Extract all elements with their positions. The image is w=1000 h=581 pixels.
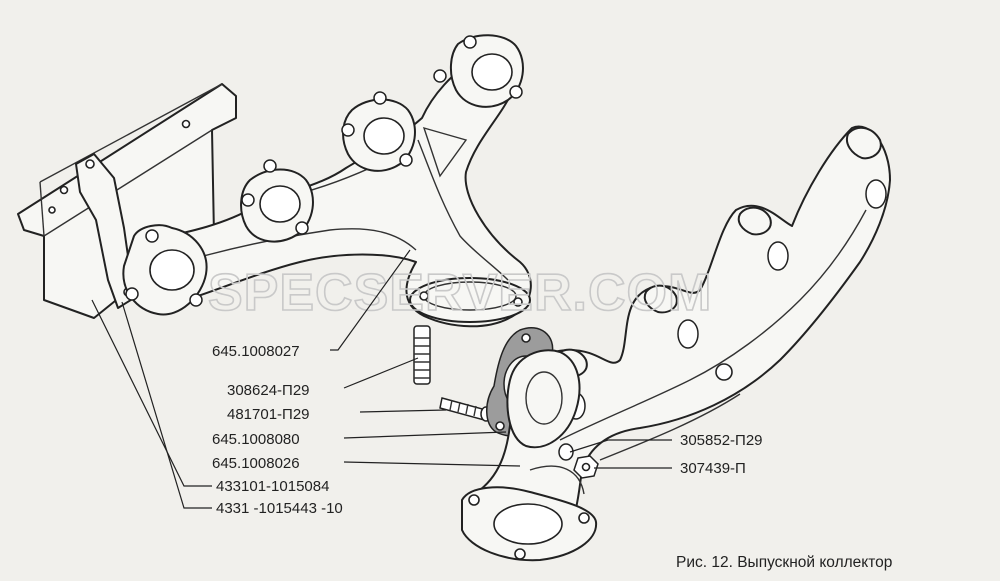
port-flange-2 [240,159,314,243]
label-645-1008080: 645.1008080 [212,431,300,448]
label-308624-p29: 308624-П29 [227,382,310,399]
washer-305852 [558,443,574,461]
left-exhaust-manifold [122,34,532,328]
label-305852-p29: 305852-П29 [680,432,763,449]
stud-308624 [413,325,431,385]
stud-481701 [439,397,492,422]
label-645-1008026: 645.1008026 [212,455,300,472]
port-flange-1 [122,224,208,316]
label-645-1008027: 645.1008027 [212,343,300,360]
label-481701-p29: 481701-П29 [227,406,310,423]
figure-caption: Рис. 12. Выпускной коллектор [676,554,892,571]
heat-shield [17,83,237,319]
nut-307439 [573,455,599,479]
label-307439-p: 307439-П [680,460,746,477]
port-flange-4 [433,34,524,108]
leader-lines [91,249,672,509]
label-433101-1015084: 433101-1015084 [216,478,329,495]
watermark: SPECSERVER.COM [208,264,712,322]
label-4331-1015443-10: 4331 -1015443 -10 [216,500,343,517]
port-flange-3 [341,91,416,172]
